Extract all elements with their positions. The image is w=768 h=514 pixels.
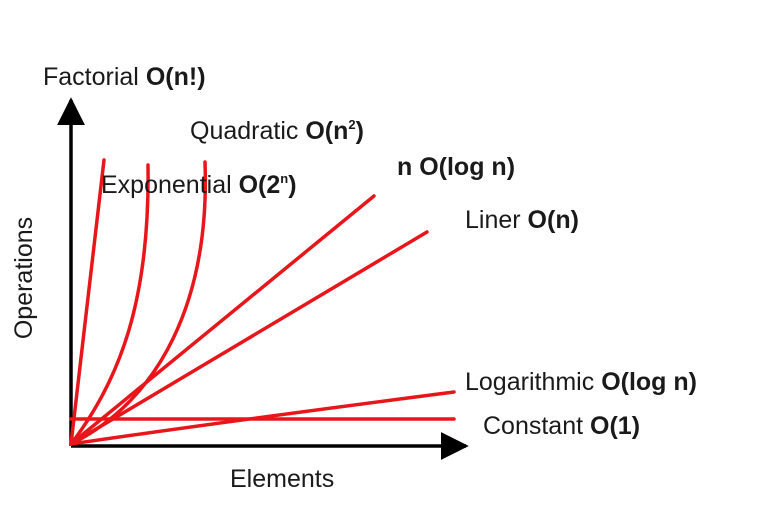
curve-quadratic <box>69 160 208 446</box>
curve-linear <box>69 230 429 446</box>
curve-factorial <box>69 158 106 446</box>
label-quadratic-name: Quadratic <box>190 117 299 145</box>
label-exponential: Exponential O(2n) <box>101 170 297 200</box>
label-exponential-notation: O(2n) <box>238 171 297 199</box>
label-logarithmic-notation: O(log n) <box>601 368 697 396</box>
label-constant-name: Constant <box>483 412 584 440</box>
label-linear-notation: O(n) <box>527 206 579 234</box>
label-factorial-notation: O(n!) <box>145 63 206 91</box>
label-nlogn: n O(log n) <box>397 152 515 182</box>
y-axis-label: Operations <box>10 216 38 340</box>
label-factorial-name: Factorial <box>43 63 139 91</box>
label-nlogn-notation: n O(log n) <box>397 153 516 181</box>
label-logarithmic-name: Logarithmic <box>465 368 595 396</box>
label-quadratic: Quadratic O(n2) <box>190 116 364 146</box>
curve-exponential <box>69 163 150 446</box>
curve-logarithmic <box>69 390 456 446</box>
label-logarithmic: Logarithmic O(log n) <box>465 367 697 397</box>
label-linear-name: Liner <box>465 206 521 234</box>
label-constant: Constant O(1) <box>483 411 640 441</box>
label-linear: Liner O(n) <box>465 205 579 235</box>
x-axis-label: Elements <box>230 465 335 493</box>
label-factorial: Factorial O(n!) <box>43 62 206 92</box>
label-exponential-name: Exponential <box>101 171 232 199</box>
label-quadratic-notation: O(n2) <box>305 117 364 145</box>
curve-nlogn <box>69 194 376 446</box>
label-constant-notation: O(1) <box>590 412 641 440</box>
